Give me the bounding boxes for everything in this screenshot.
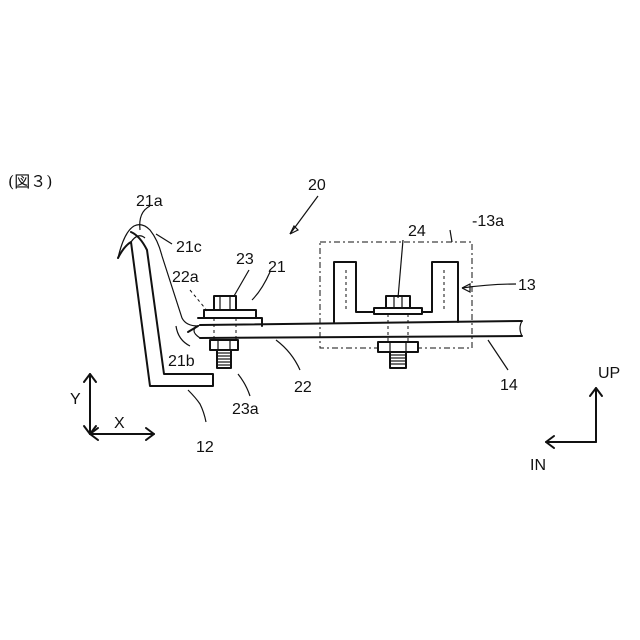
label-24: 24	[408, 223, 426, 240]
label-12: 12	[196, 439, 214, 456]
label-x: X	[114, 415, 125, 432]
label-21c: 21c	[176, 239, 202, 256]
label-y: Y	[70, 391, 81, 408]
label-20: 20	[308, 177, 326, 194]
label-21: 21	[268, 259, 286, 276]
plate-14	[194, 321, 522, 338]
label-23: 23	[236, 251, 254, 268]
label-13: 13	[518, 277, 536, 294]
label-22a: 22a	[172, 269, 199, 286]
label-23a: 23a	[232, 401, 259, 418]
bolt-24	[374, 296, 422, 368]
bolt-23	[204, 296, 256, 368]
bolt-23-thread	[217, 350, 231, 368]
label-21a: 21a	[136, 193, 163, 210]
label-22: 22	[294, 379, 312, 396]
leader-lines	[140, 196, 516, 422]
label-13a: -13a	[472, 213, 504, 230]
axes-up-in	[546, 388, 602, 448]
label-up: UP	[598, 365, 620, 382]
bolt-24-thread	[390, 352, 406, 368]
label-14: 14	[500, 377, 518, 394]
label-in: IN	[530, 457, 546, 474]
label-21b: 21b	[168, 353, 195, 370]
